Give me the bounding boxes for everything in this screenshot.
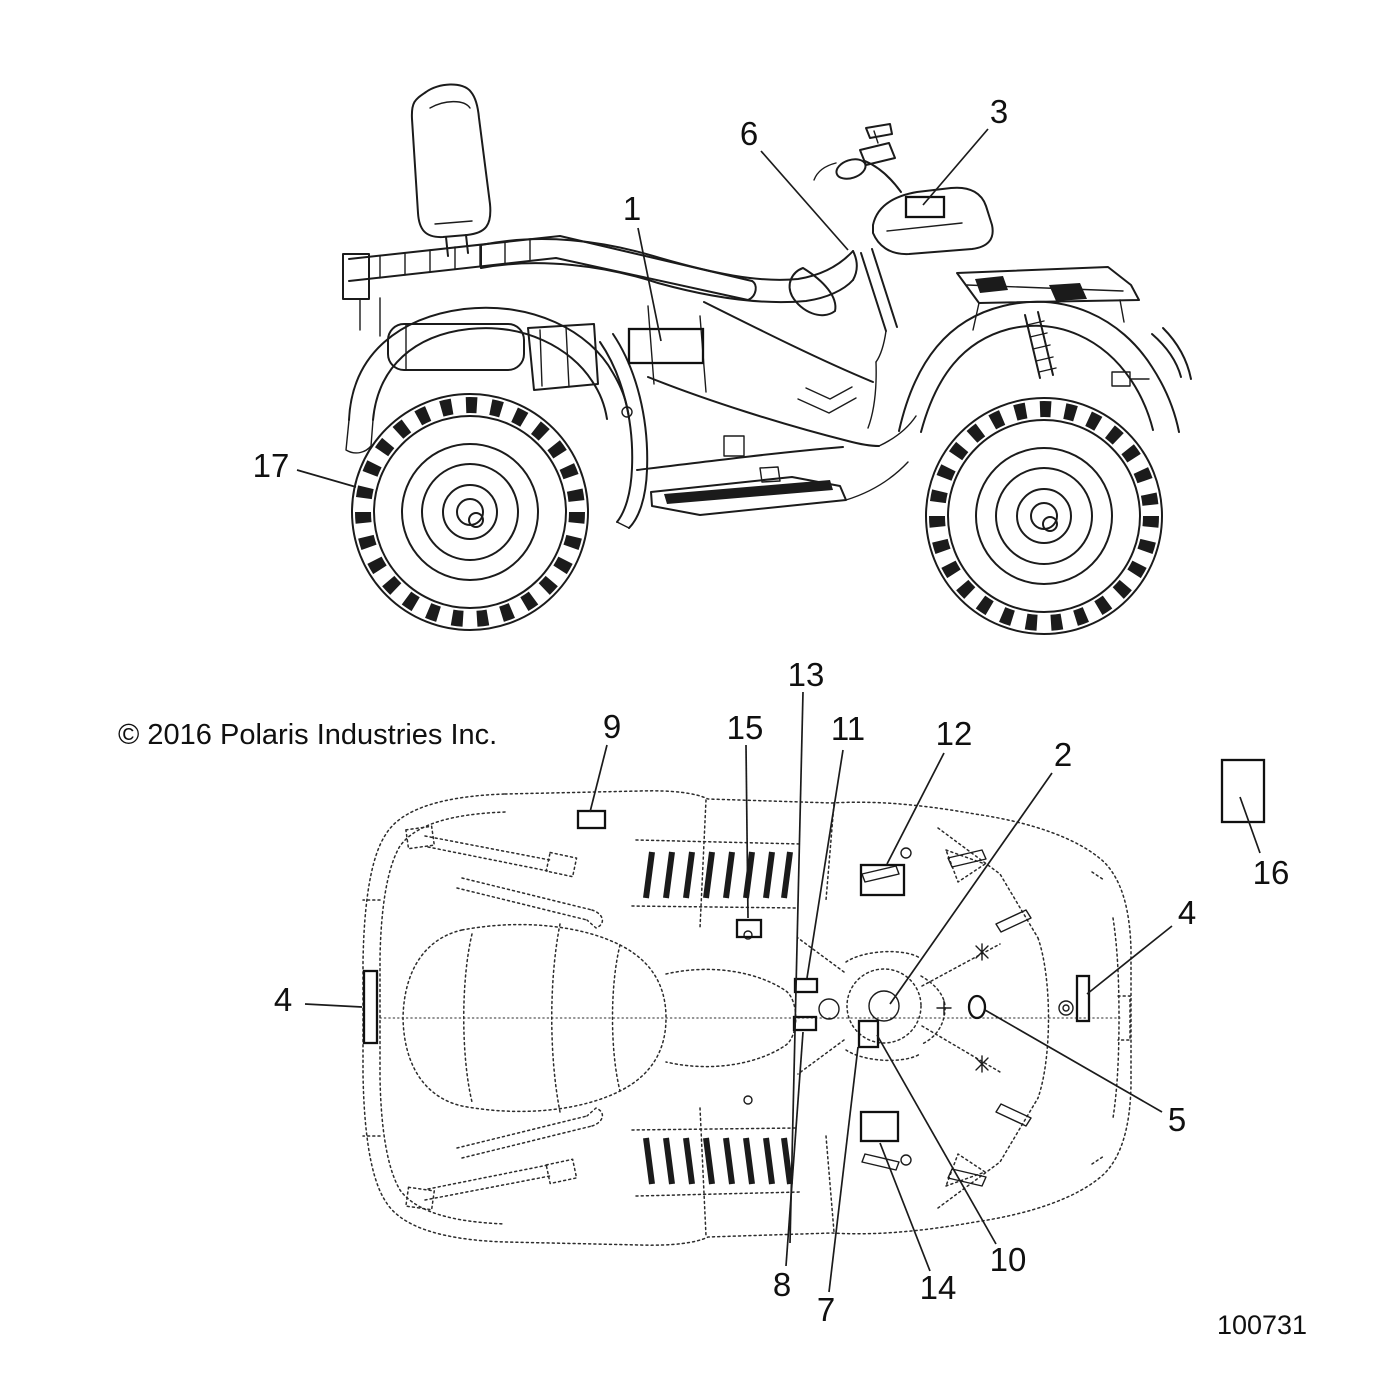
top-view-drawing xyxy=(362,758,1266,1246)
headlight-pod xyxy=(872,186,994,256)
rear-rack-bars-bottom xyxy=(405,1107,604,1211)
decal-15-rect xyxy=(735,918,763,939)
rear-wheel xyxy=(351,393,589,631)
engine-top xyxy=(797,937,1001,1075)
callout-13: 13 xyxy=(788,656,825,1244)
seat-backrest xyxy=(410,83,492,257)
callout-9: 9 xyxy=(589,708,621,813)
decal-4-rear-rect xyxy=(362,969,379,1045)
side-view-drawing xyxy=(342,83,1192,635)
callout-number: 3 xyxy=(990,93,1008,130)
callout-2: 2 xyxy=(889,736,1072,1005)
callout-7: 7 xyxy=(817,1046,859,1328)
callout-10: 10 xyxy=(876,1034,1027,1278)
engine-block xyxy=(527,323,599,391)
callout-number: 10 xyxy=(990,1241,1027,1278)
seat xyxy=(480,238,858,304)
callout-number: 4 xyxy=(274,981,292,1018)
callout-1: 1 xyxy=(623,190,662,342)
decal-5-ellipse xyxy=(967,994,987,1020)
decal-4-front-rect xyxy=(1075,974,1091,1023)
callout-number: 9 xyxy=(603,708,621,745)
callout-number: 2 xyxy=(1054,736,1072,773)
callout-number: 6 xyxy=(740,115,758,152)
callout-number: 4 xyxy=(1178,894,1196,931)
callout-number: 14 xyxy=(920,1269,957,1306)
top-view-outline xyxy=(362,790,1132,1246)
callout-number: 16 xyxy=(1253,854,1290,891)
rear-fender xyxy=(345,306,649,529)
callout-number: 7 xyxy=(817,1291,835,1328)
vent-fins-top xyxy=(631,839,801,909)
callout-number: 8 xyxy=(773,1266,791,1303)
callout-15: 15 xyxy=(727,709,764,919)
decal-3-rect xyxy=(904,195,946,219)
decal-9-rect xyxy=(576,809,607,830)
callout-16: 16 xyxy=(1239,796,1290,891)
side-view-callouts: 1 3 6 17 xyxy=(253,93,1008,488)
callout-5: 5 xyxy=(984,1009,1186,1138)
figure-number: 100731 xyxy=(1217,1310,1307,1340)
callout-number: 12 xyxy=(936,715,973,752)
muffler xyxy=(387,323,525,371)
decal-16-rect xyxy=(1220,758,1266,824)
callout-4-front: 4 xyxy=(1086,894,1196,995)
decal-7-rect xyxy=(857,1019,880,1049)
front-rack xyxy=(956,266,1140,331)
callout-6: 6 xyxy=(740,115,849,251)
callout-number: 17 xyxy=(253,447,290,484)
front-hood xyxy=(743,827,1131,1209)
decal-8-rect xyxy=(792,1015,818,1032)
callout-number: 5 xyxy=(1168,1101,1186,1138)
callout-11: 11 xyxy=(806,710,865,979)
top-view-callouts: 13 9 15 11 12 2 16 4 xyxy=(274,656,1290,1328)
callout-number: 15 xyxy=(727,709,764,746)
top-seat xyxy=(402,923,797,1113)
callout-3: 3 xyxy=(922,93,1008,206)
callout-4-rear: 4 xyxy=(274,981,363,1018)
front-wheel xyxy=(925,397,1163,635)
decal-1-rect xyxy=(627,327,705,365)
decal-11-rect xyxy=(793,977,819,994)
callout-number: 1 xyxy=(623,190,641,227)
vent-fins-bottom xyxy=(631,1127,801,1197)
side-body-panels xyxy=(636,301,917,516)
rear-rack xyxy=(342,235,757,337)
callout-14: 14 xyxy=(879,1142,957,1306)
front-fender xyxy=(898,300,1192,433)
decal-14-rect xyxy=(859,1110,900,1143)
copyright-text: © 2016 Polaris Industries Inc. xyxy=(118,719,497,751)
rear-rack-bars-top xyxy=(405,825,604,929)
tank-panel xyxy=(788,248,898,429)
callout-8: 8 xyxy=(773,1031,804,1303)
callout-12: 12 xyxy=(886,715,973,865)
callout-number: 13 xyxy=(788,656,825,693)
handlebar xyxy=(813,123,902,193)
decal-12-rect xyxy=(859,863,906,897)
callout-17: 17 xyxy=(253,447,357,488)
callout-number: 11 xyxy=(831,710,865,747)
